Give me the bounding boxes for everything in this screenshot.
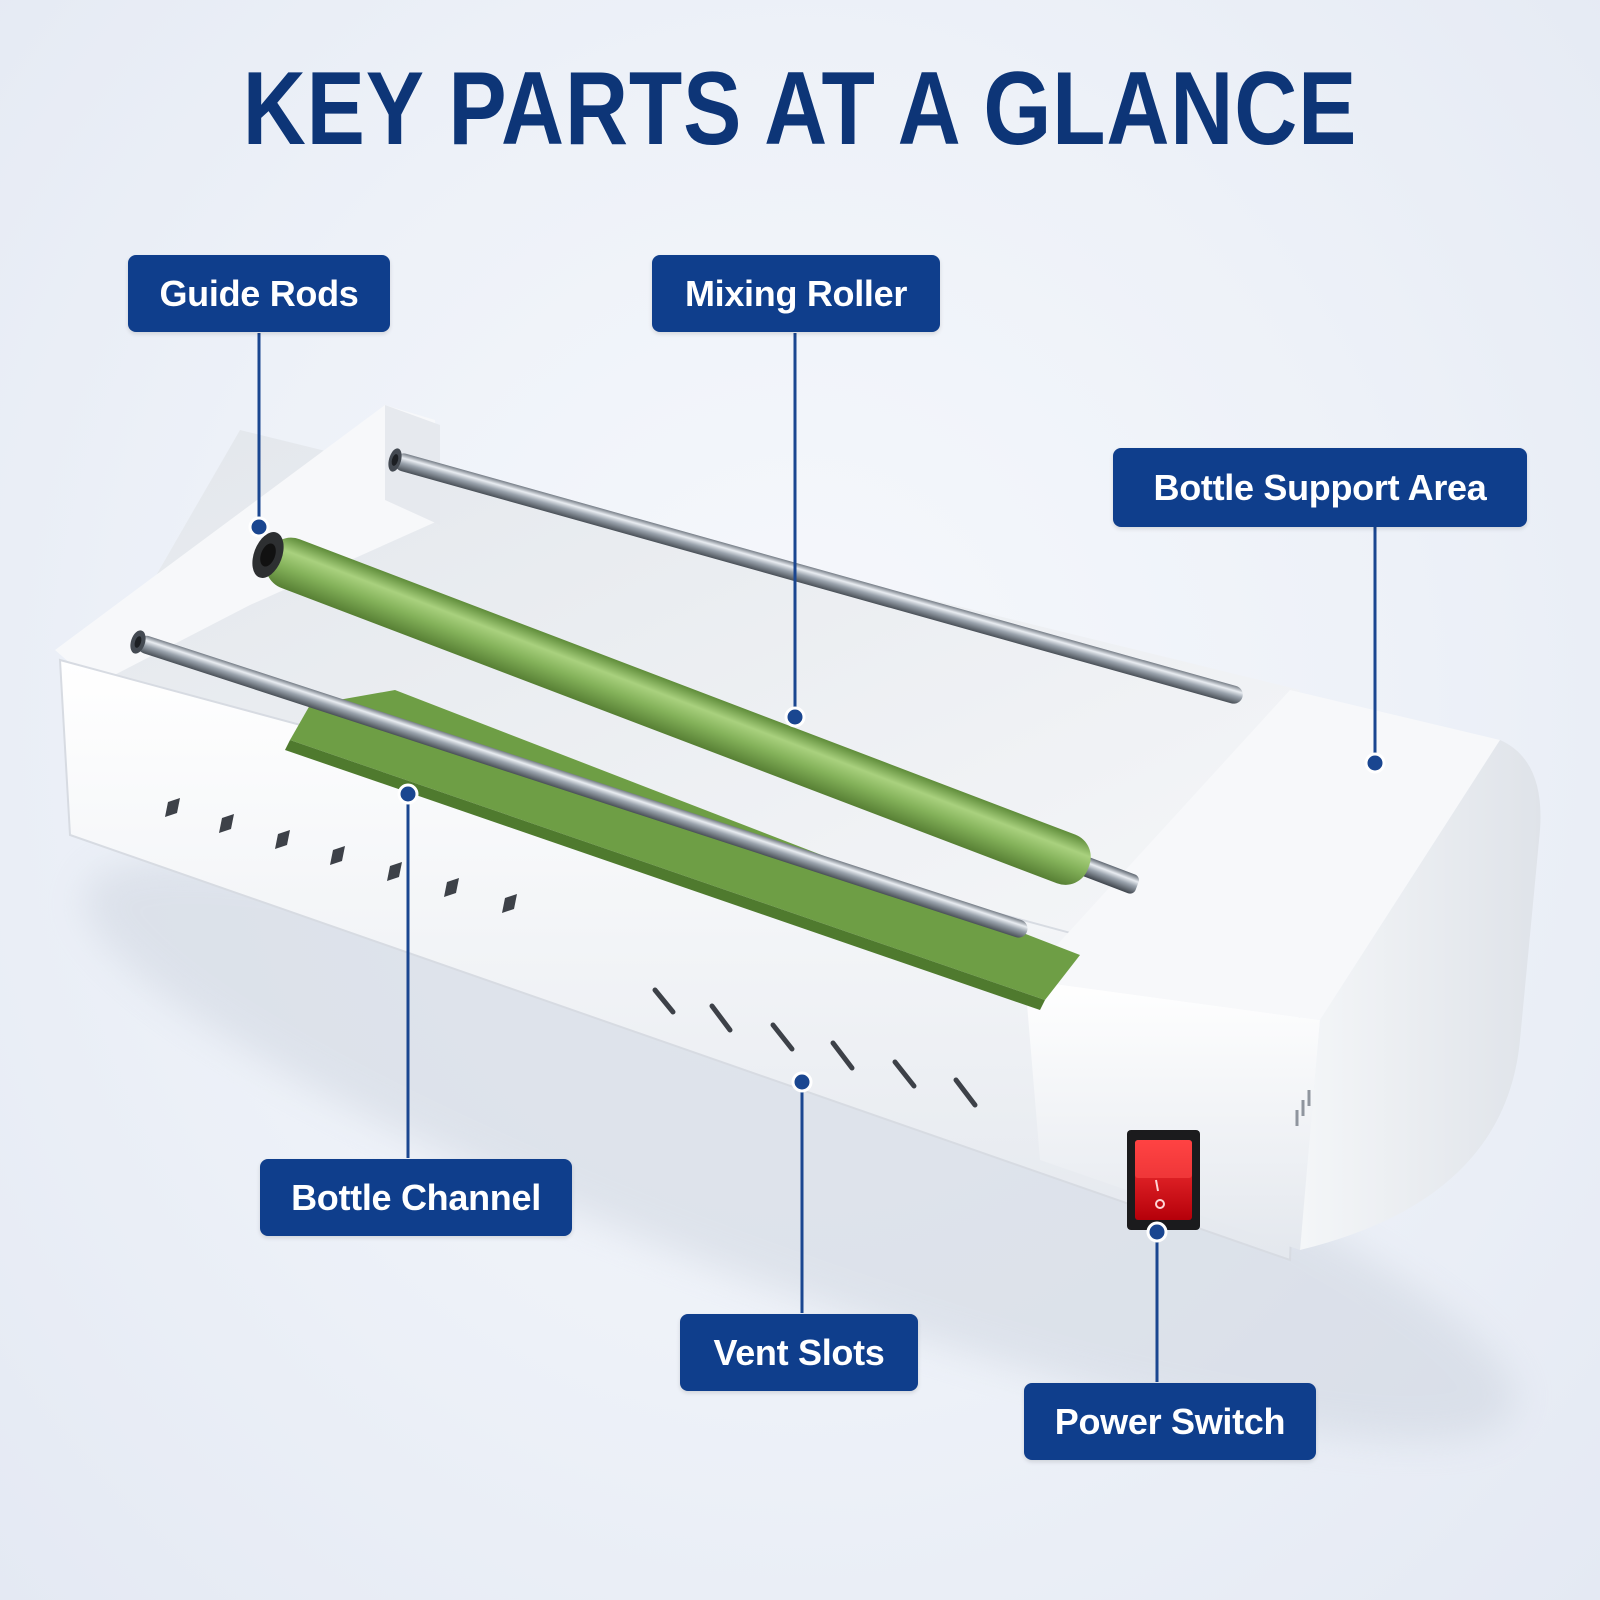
callout-bottle-support-area: Bottle Support Area [1113, 448, 1527, 527]
leader-lines [257, 333, 1377, 1382]
bottle-channel-mat [290, 690, 1080, 1000]
switch-on-mark [1155, 1179, 1159, 1192]
switch-off-mark [1155, 1199, 1165, 1209]
dot-mixing-roller [784, 706, 806, 728]
callout-guide-rods: Guide Rods [128, 255, 390, 332]
right-end-block-front [1025, 980, 1320, 1250]
dot-power-switch [1146, 1221, 1168, 1243]
dot-bottle-channel [397, 783, 419, 805]
callout-mixing-roller: Mixing Roller [652, 255, 940, 332]
callout-vent-slots: Vent Slots [680, 1314, 918, 1391]
page-title: KEY PARTS AT A GLANCE [242, 51, 1358, 167]
right-end-block-side [1300, 740, 1541, 1250]
left-end-housing [55, 405, 440, 685]
mixing-roller [252, 532, 1139, 894]
vent-slots [652, 987, 978, 1108]
right-end-block-top [1025, 690, 1500, 1020]
guide-rod-front [130, 630, 1028, 938]
dot-vent-slots [791, 1071, 813, 1093]
callout-power-switch: Power Switch [1024, 1383, 1316, 1460]
left-vent-slots [165, 798, 517, 913]
guide-rod-back [388, 448, 1243, 704]
callout-bottle-channel: Bottle Channel [260, 1159, 572, 1236]
bottle-channel-mat-edge [285, 740, 1045, 1010]
power-switch[interactable] [1127, 1130, 1200, 1230]
side-vent-slits [1295, 1090, 1311, 1126]
dot-guide-rods [248, 516, 270, 538]
dot-bottle-support-area [1364, 752, 1386, 774]
leader-dots [248, 516, 1386, 1243]
